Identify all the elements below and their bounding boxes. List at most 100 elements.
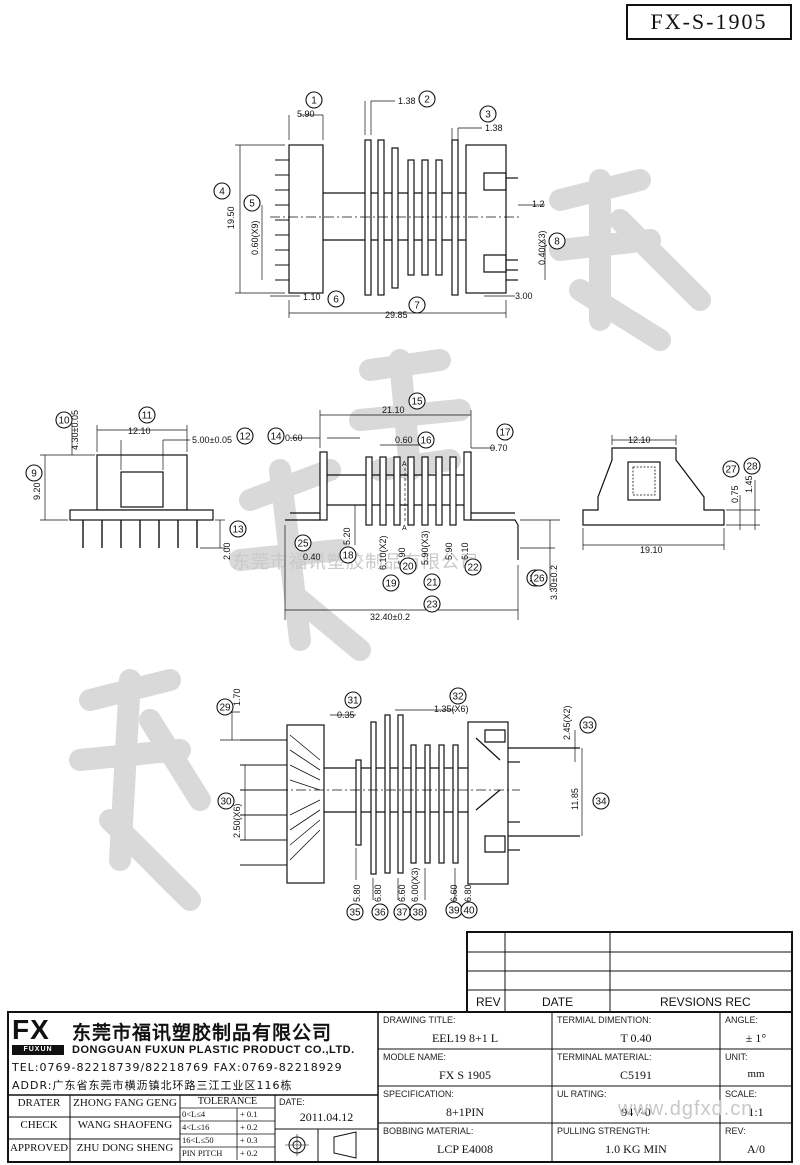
balloon-circle <box>464 558 482 576</box>
rev-value: A/0 <box>747 1142 765 1156</box>
sig-role-approved: APPROVED <box>9 1142 69 1154</box>
bobbing-material-value: LCP E4008 <box>437 1142 493 1156</box>
balloon-number: 4 <box>219 187 225 198</box>
tolerance-range: 16<L≤50 <box>182 1135 214 1145</box>
tolerance-header: TOLERANCE <box>197 1096 258 1107</box>
dim-text: 5.20 <box>342 527 352 545</box>
balloon-number: 21 <box>426 578 438 589</box>
company-logo: FX <box>12 1014 50 1045</box>
balloon-number: 16 <box>420 436 432 447</box>
balloon-circle <box>216 698 234 716</box>
dim-text: 32.40±0.2 <box>370 612 410 622</box>
tolerance-value: + 0.2 <box>240 1122 258 1132</box>
balloon-number: 9 <box>31 469 37 480</box>
balloon-circle <box>409 903 427 921</box>
balloon-circle <box>236 427 254 445</box>
balloon-circle <box>382 574 400 592</box>
top-view: 5.90 1.38 1.38 19.50 0.60(X9) 1.2 0.40(X… <box>226 96 547 320</box>
dim-text: 5.90 <box>297 109 315 119</box>
dim-text: 19.50 <box>226 206 236 229</box>
drawing-title-value: EEL19 8+1 L <box>431 1031 499 1045</box>
balloon-number: 8 <box>554 237 560 248</box>
dim-text: 1.10 <box>303 292 321 302</box>
balloon-number: 5 <box>249 199 255 210</box>
angle-value: ± 1° <box>745 1031 767 1045</box>
dim-text: 1.70 <box>232 688 242 706</box>
dim-text: 6.60 <box>397 884 407 902</box>
dim-text: 2.45(X2) <box>562 705 572 740</box>
scale-label: SCALE: <box>725 1089 758 1099</box>
balloon-number: 3 <box>485 110 491 121</box>
dim-text: 6.00(X3) <box>410 867 420 902</box>
balloon-circle <box>213 182 231 200</box>
dim-text: 19.10 <box>640 545 663 555</box>
date-header: DATE <box>542 995 573 1009</box>
ul-rating-label: UL RATING: <box>557 1089 607 1099</box>
model-name-label: MODLE NAME: <box>383 1052 447 1062</box>
balloon-number: 15 <box>411 397 423 408</box>
balloon-number: 14 <box>270 432 282 443</box>
balloon-circle <box>138 406 156 424</box>
balloon-circle <box>449 687 467 705</box>
watermark-url: www.dgfxd.cn <box>618 1098 754 1120</box>
balloon-circle <box>423 573 441 591</box>
tolerance-value: + 0.3 <box>240 1135 258 1145</box>
balloon-number: 31 <box>347 696 359 707</box>
balloon-circle <box>743 457 761 475</box>
balloon-number: 27 <box>725 465 737 476</box>
front-view-left: 4.30±0.05 12.10 5.00±0.05 9.20 2.00 <box>32 410 232 560</box>
date-label: DATE: <box>279 1097 305 1107</box>
dim-text: 1.35(X6) <box>434 704 469 714</box>
rev-header: REV <box>476 995 501 1009</box>
balloon-circle <box>423 595 441 613</box>
tolerance-value: + 0.1 <box>240 1109 258 1119</box>
dim-text: 1.38 <box>398 96 416 106</box>
dim-text: 5.80 <box>352 884 362 902</box>
dim-text: 0.40 <box>303 552 321 562</box>
side-view-center: 21.10 0.60 0.60 0.70 0.40 5.20 6.10(X2) … <box>284 405 560 622</box>
balloon-number: 20 <box>402 562 414 573</box>
balloon-number: 19 <box>385 579 397 590</box>
dim-text: 0.60 <box>285 433 303 443</box>
rev-label: REV: <box>725 1126 746 1136</box>
dim-text: 0.70 <box>490 443 508 453</box>
balloon-circle <box>496 423 514 441</box>
company-address: ADDR:广东省东莞市横沥镇北环路三江工业区116栋 <box>12 1079 293 1092</box>
balloon-circle <box>722 460 740 478</box>
balloon-circle <box>55 411 73 429</box>
balloon-number: 18 <box>342 551 354 562</box>
end-view-right: 12.10 0.75 1.45 19.10 <box>582 435 760 555</box>
sig-name-drater: ZHONG FANG GENG <box>73 1097 177 1109</box>
section-mark: A <box>402 525 407 532</box>
specification-value: 8+1PIN <box>445 1105 485 1119</box>
balloon-circle <box>346 903 364 921</box>
bobbing-material-label: BOBBING MATERIAL: <box>383 1126 474 1136</box>
pulling-strength-label: PULLING STRENGTH: <box>557 1126 651 1136</box>
tolerance-value: + 0.2 <box>240 1148 258 1158</box>
balloon-number: 11 <box>142 411 153 422</box>
dim-text: 2.50(X6) <box>232 803 242 838</box>
terminal-dimention-value: T 0.40 <box>620 1031 652 1045</box>
dim-text: 0.60(X9) <box>250 220 260 255</box>
balloon-circle <box>305 91 323 109</box>
balloon-circle <box>579 716 597 734</box>
drawing-code: FX-S-1905 <box>650 9 768 34</box>
angle-label: ANGLE: <box>725 1015 759 1025</box>
scale-value: 1:1 <box>748 1105 764 1119</box>
sig-role-check: CHECK <box>20 1119 58 1131</box>
dim-text: 6.10 <box>460 542 470 560</box>
balloon-circle <box>339 546 357 564</box>
unit-value: mm <box>747 1068 765 1080</box>
balloon-number: 1 <box>311 96 317 107</box>
dim-text: 6.60 <box>449 884 459 902</box>
balloon-number: 29 <box>219 703 231 714</box>
balloon-circle <box>327 290 345 308</box>
balloon-number: 10 <box>58 416 70 427</box>
model-name-value: FX S 1905 <box>438 1068 491 1082</box>
balloon-number: 30 <box>220 797 232 808</box>
ul-rating-value: 94V-0 <box>621 1105 651 1119</box>
